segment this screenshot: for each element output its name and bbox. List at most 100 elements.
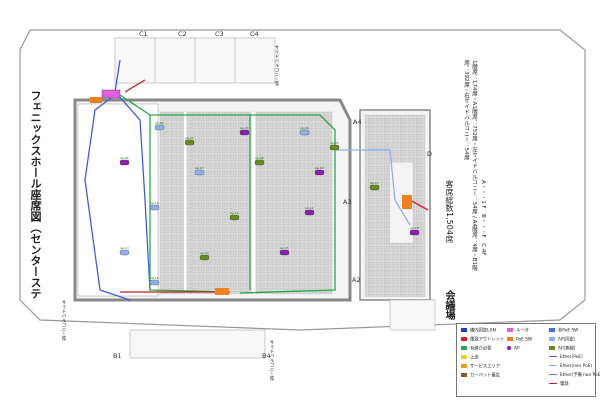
side-label-right-top: サイドバルコニー席 (274, 45, 279, 86)
ap-label: ap-14 (200, 251, 209, 255)
ap-label: ap-08 (255, 156, 264, 160)
ap-label: ap-03 (240, 126, 249, 130)
legend-label: 上流 (470, 355, 479, 361)
cabling (84, 59, 429, 301)
legend-item: Ether(non PoE) (549, 364, 592, 370)
ap-marker (329, 144, 340, 151)
block-label-b4: B4 (262, 352, 271, 360)
legend-label: 電源 (560, 382, 569, 387)
legend-label: 電源アウトレット (470, 337, 505, 343)
block-label-b1: B1 (113, 352, 122, 360)
legend-swatch (461, 373, 467, 377)
bottom-rooms (129, 299, 436, 359)
legend: 構内固定LAN 電源アウトレット有線が必要上流サービスエリアカーペット養生 ルータ P… (456, 323, 600, 397)
ap-label: ap-17 (370, 181, 379, 185)
annex-hall (359, 109, 431, 301)
ap-marker (119, 159, 130, 166)
legend-swatch (549, 337, 555, 341)
legend-label: PoE SW (516, 337, 533, 343)
block-label-d: D (427, 150, 433, 158)
legend-item: 電源アウトレット (461, 337, 504, 343)
venue-label: 会議場 (443, 290, 454, 320)
main-hall (73, 98, 352, 302)
block-label-a2: A2 (352, 276, 361, 284)
ap-marker (314, 169, 325, 176)
legend-swatch (549, 346, 555, 350)
ap-label: ap-13 (120, 246, 129, 250)
legend-item: AP (507, 346, 520, 352)
hall-title: フェニックスホール座席図（センターステ (27, 90, 43, 299)
legend-swatch (549, 374, 557, 375)
ap-marker (254, 159, 265, 166)
legend-item: ルータ (507, 328, 529, 334)
ap-label: ap-16 (150, 276, 159, 280)
legend-label: 有線が必要 (470, 346, 492, 352)
ap-marker (194, 169, 205, 176)
ap-marker (369, 184, 380, 191)
seat-breakdown: 1階席：174席・A1階席：752席・左サイドバルコニー：54席 / A4階席：… (463, 60, 477, 271)
legend-swatch (507, 337, 513, 341)
legend-label: サービスエリア (470, 364, 501, 370)
ap-marker (199, 254, 210, 261)
legend-item: Ether(PoE) (549, 355, 583, 361)
side-label-right-bottom: サイドバルコニー席 (269, 340, 274, 381)
ap-marker (239, 129, 250, 136)
legend-item: Ether(予備 non PoE) (549, 373, 600, 379)
ap-marker (304, 209, 315, 216)
hall-title-text: フェニックスホール座席図 (29, 90, 42, 222)
ap-label: ap-11 (230, 211, 239, 215)
legend-label: 非PoE SW (558, 328, 579, 334)
block-label-c3: C3 (215, 30, 224, 38)
block-label-c4: C4 (250, 30, 259, 38)
ap-label: ap-01 (155, 121, 164, 125)
ap-marker (149, 204, 160, 211)
legend-item: 上流 (461, 355, 479, 361)
legend-swatch (507, 328, 513, 332)
legend-label: AP (514, 346, 520, 352)
block-label-a3: A3 (343, 198, 352, 206)
ap-label: ap-10 (150, 201, 159, 205)
legend-swatch (549, 365, 557, 366)
legend-label: AP(無線) (558, 346, 576, 352)
ap-label: ap-12 (305, 206, 314, 210)
ap-marker (149, 279, 160, 286)
ap-label: ap-06 (120, 156, 129, 160)
ap-marker (279, 249, 290, 256)
block-label-a4: A4 (353, 118, 362, 126)
ap-marker (409, 229, 420, 236)
floors-note: A・・・1 F B・・・F C 4F (480, 180, 486, 256)
legend-item: カーペット養生 (461, 373, 500, 379)
legend-label: Ether(予備 non PoE) (560, 373, 600, 378)
legend-swatch (461, 328, 467, 332)
legend-label: カーペット養生 (470, 373, 501, 379)
block-label-c1: C1 (139, 30, 148, 38)
legend-label: Ether(non PoE) (560, 364, 593, 369)
ap-marker (119, 249, 130, 256)
block-label-c2: C2 (178, 30, 187, 38)
legend-swatch (507, 346, 511, 350)
legend-swatch (549, 356, 557, 357)
legend-item: PoE SW (507, 337, 532, 343)
legend-swatch (461, 355, 467, 359)
hall-subtitle-text: （センターステ (29, 222, 42, 299)
legend-label: ルータ (516, 328, 529, 334)
ap-marker (229, 214, 240, 221)
equipment (90, 89, 412, 295)
ap-label: ap-07 (195, 166, 204, 170)
ap-label: ap-09 (315, 166, 324, 170)
top-rooms (114, 37, 276, 84)
ap-label: ap-04 (300, 126, 309, 130)
side-label-left-top: サイドバルコニー席 (61, 300, 66, 341)
ap-label: ap-18 (410, 226, 419, 230)
legend-item: AP(無線) (549, 346, 575, 352)
ap-marker (184, 139, 195, 146)
ap-label: ap-15 (280, 246, 289, 250)
legend-item: サービスエリア (461, 364, 500, 370)
legend-label: 構内固定LAN (470, 328, 496, 334)
ap-marker (154, 124, 165, 131)
legend-swatch (461, 346, 467, 350)
legend-swatch (549, 328, 555, 332)
legend-label: AP(固定) (558, 337, 576, 343)
